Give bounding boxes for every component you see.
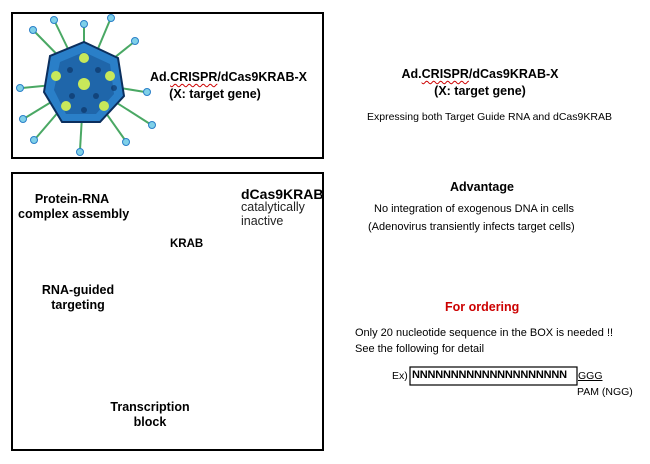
pam-label: PAM (NGG) — [577, 386, 633, 398]
product-name: Ad.CRISPR/dCas9KRAB-X — [150, 70, 307, 84]
rnap-free-label: RNAP — [237, 425, 263, 435]
mechanism-panel — [11, 172, 324, 451]
advantage-title: Advantage — [450, 180, 514, 194]
advantage-line2: (Adenovirus transiently infects target c… — [368, 221, 575, 233]
advantage-line1: No integration of exogenous DNA in cells — [374, 203, 574, 215]
sequence-box — [409, 366, 578, 386]
target-note-right: (X: target gene) — [434, 84, 526, 98]
product-description: Expressing both Target Guide RNA and dCa… — [367, 111, 612, 123]
dcas9-label: dCas9KRAB — [241, 186, 324, 202]
ordering-line2: See the following for detail — [355, 343, 485, 355]
product-name-right: Ad.CRISPR/dCas9KRAB-X — [401, 67, 559, 81]
rnap-label: RNAP — [194, 374, 220, 384]
krab-label: KRAB — [170, 238, 204, 250]
ordering-line1: Only 20 nucleotide sequence in the BOX i… — [355, 327, 614, 339]
example-prefix: Ex) — [392, 370, 408, 382]
target-note: (X: target gene) — [169, 87, 261, 101]
pam-sequence: GGG — [578, 370, 603, 382]
ordering-title: For ordering — [445, 300, 520, 314]
target-sequence: NNNNNNNNNNNNNNNNNNNN — [412, 369, 567, 381]
adenovirus-icon — [16, 14, 156, 156]
